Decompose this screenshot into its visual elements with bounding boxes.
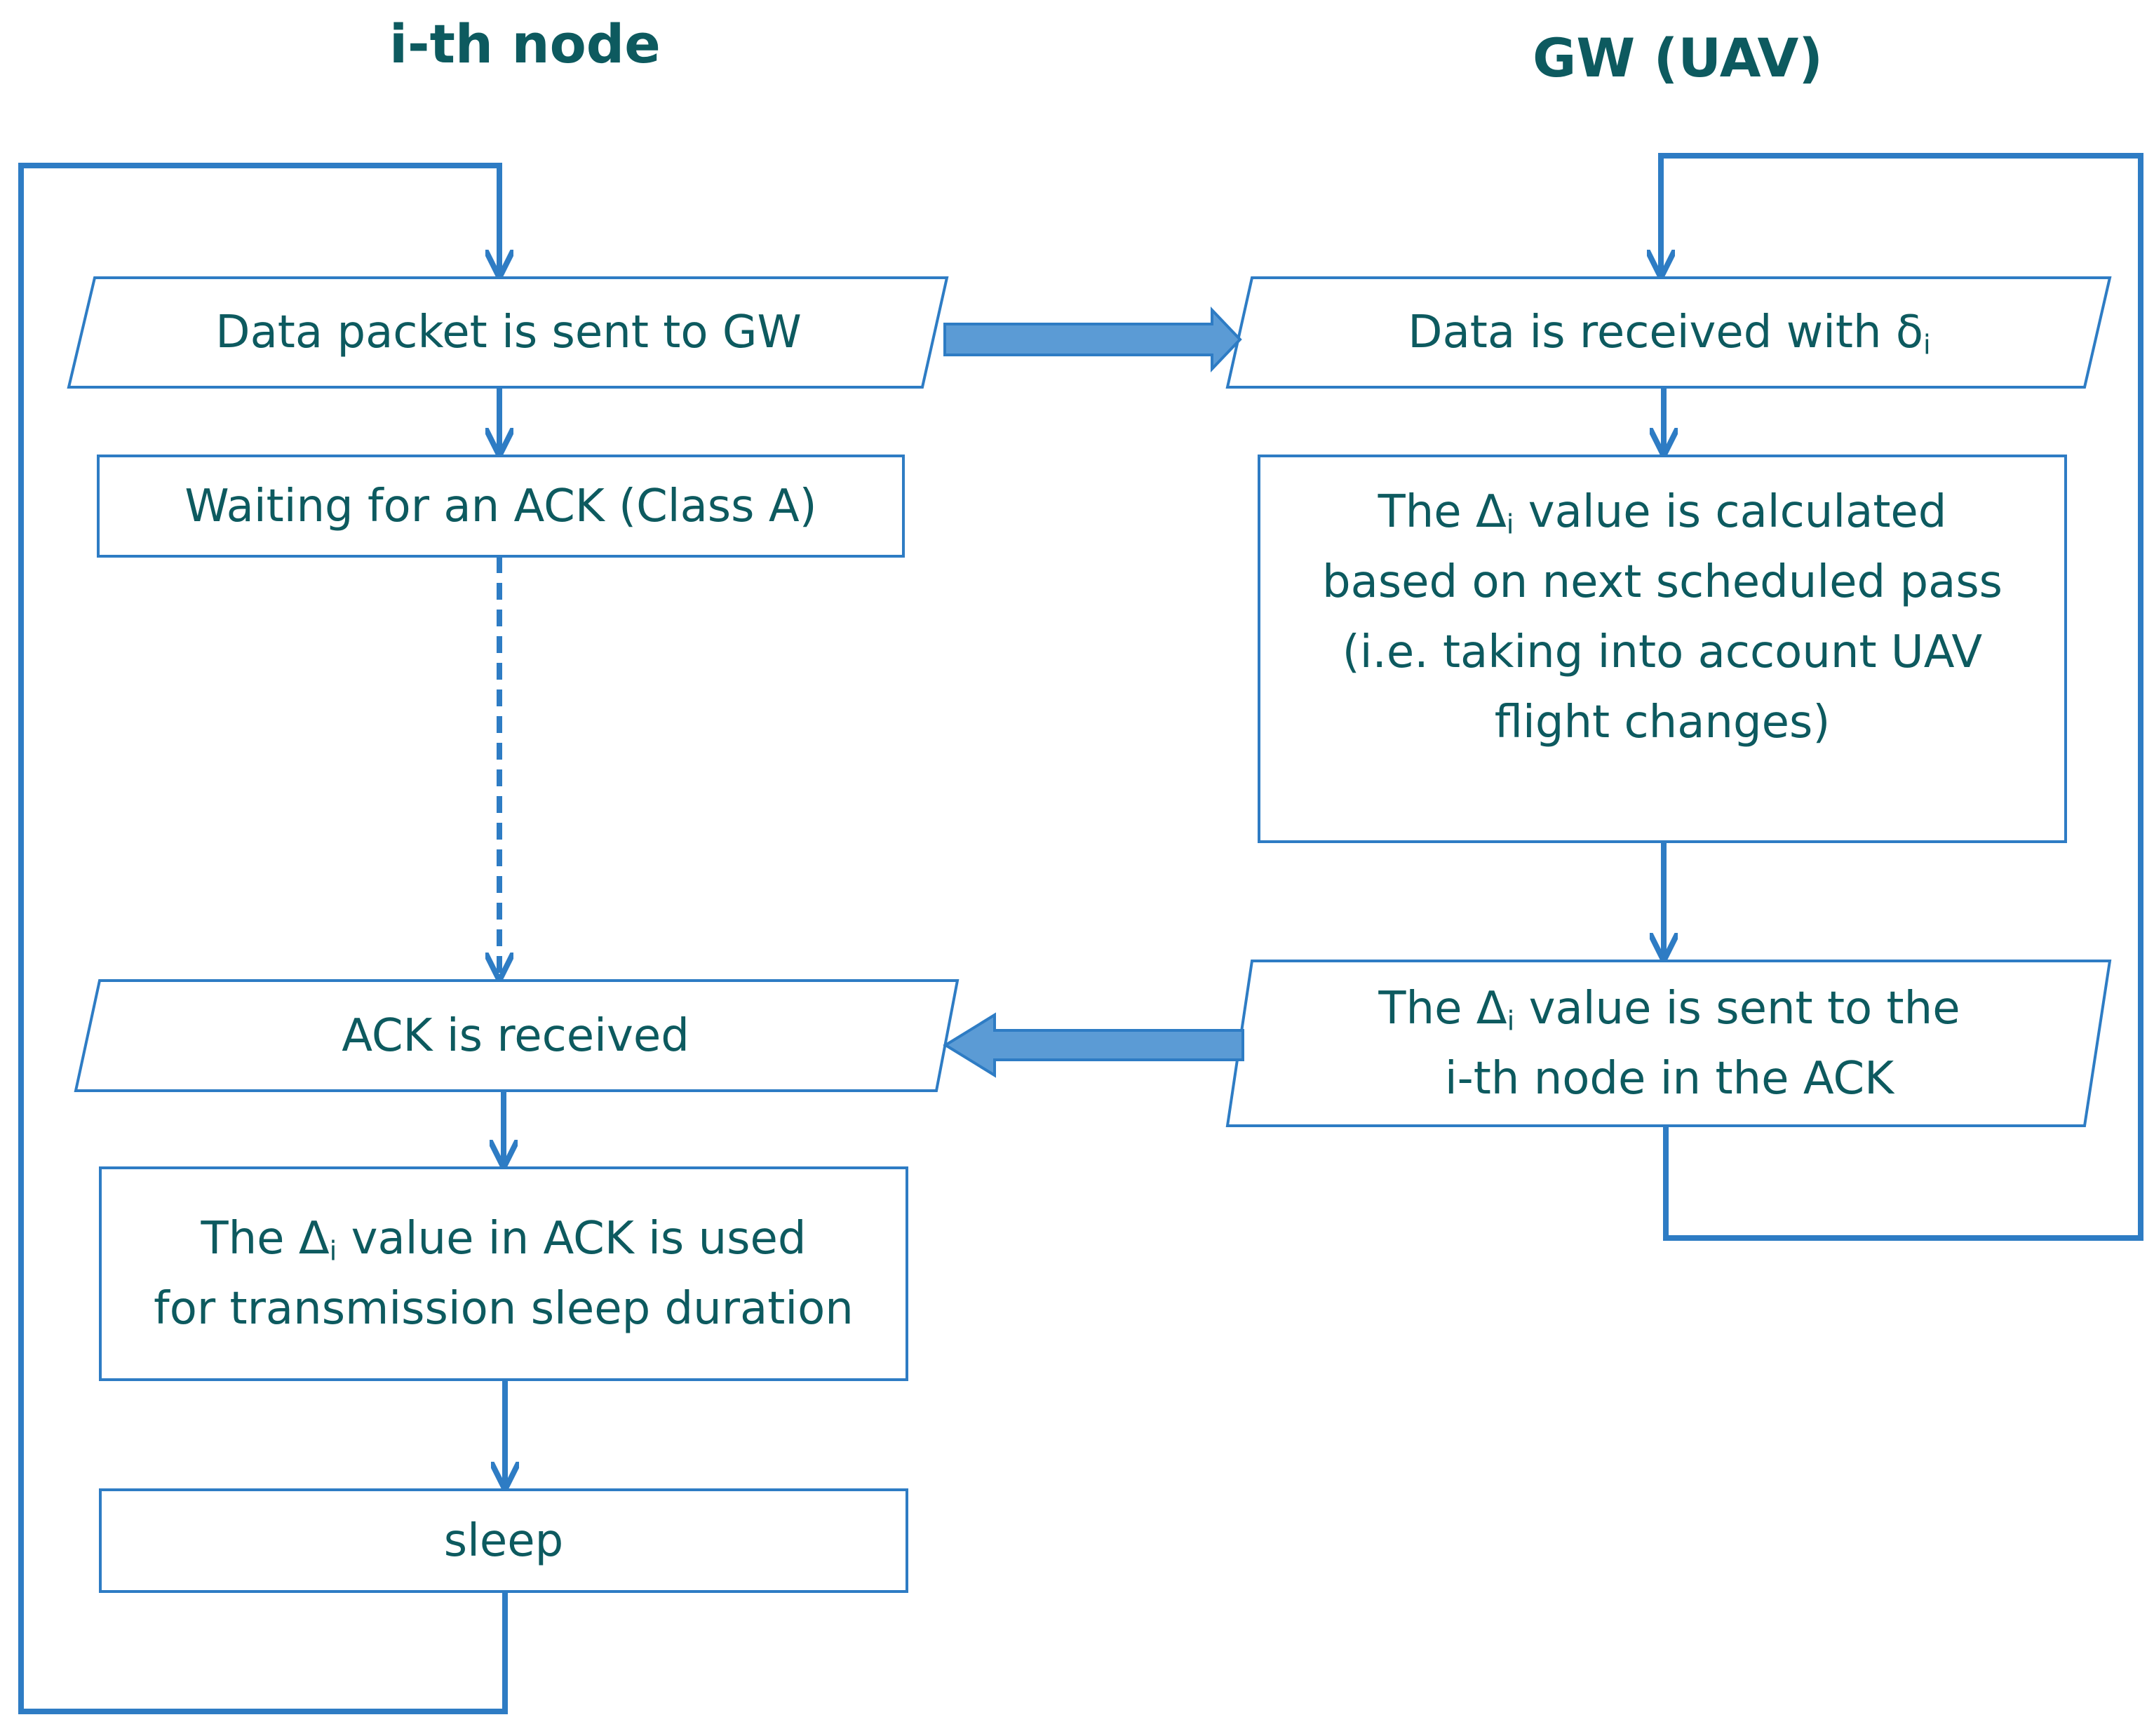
node-delta-calc-shape <box>1258 455 2067 843</box>
node-data-received-text: Data is received with δi <box>1408 307 1931 361</box>
node-ack-received-shape <box>74 979 960 1092</box>
node-data-received-shape <box>1225 276 2112 389</box>
node-delta-calc-text: The Δi value is calculated based on next… <box>1321 486 2003 748</box>
node-delta-sent-text: The Δi value is sent to the i-th node in… <box>1378 982 1960 1105</box>
node-ack-received-text: ACK is received <box>342 1009 689 1062</box>
node-data-sent-shape <box>67 276 949 389</box>
block-arrow-node-to-gw <box>943 307 1242 372</box>
right-column-title: GW (UAV) <box>1533 27 1823 89</box>
node-waiting-ack-shape <box>97 455 905 558</box>
node-waiting-ack-text: Waiting for an ACK (Class A) <box>184 480 817 532</box>
node-data-sent-text: Data packet is sent to GW <box>215 307 802 358</box>
node-sleep-text: sleep <box>443 1514 564 1567</box>
node-delta-sent-shape <box>1225 960 2112 1127</box>
node-sleep-shape <box>99 1488 908 1593</box>
left-column-title: i-th node <box>389 13 661 75</box>
loop-return-left <box>18 163 505 1714</box>
node-delta-used-text: The Δi value in ACK is used for transmis… <box>154 1213 854 1335</box>
loop-return-right <box>1661 153 2143 1241</box>
block-arrow-gw-to-node <box>943 1012 1244 1078</box>
